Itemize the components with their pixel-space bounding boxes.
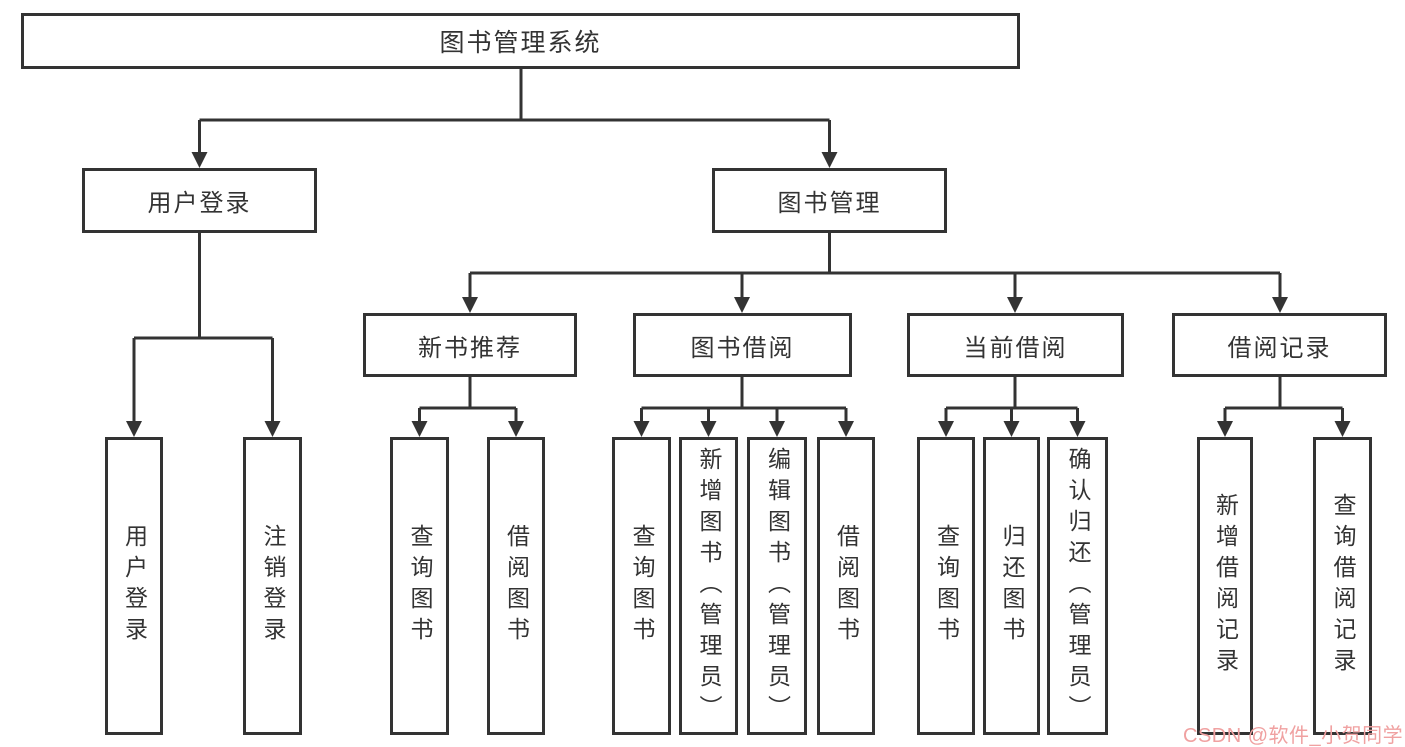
node-label-leaf-query-books-3: 查询图书 [933,524,960,648]
arrowhead-icon [633,421,650,437]
connector-bookmgmt-to-level2 [468,233,1282,299]
arrowhead-icon [1334,421,1351,437]
arrowhead-icon [838,421,854,437]
arrowhead-icon [700,421,717,437]
arrowhead-icon [821,152,838,168]
arrowhead-icon [1272,297,1288,313]
node-box-leaf-borrow-books-1: 借阅图书 [487,437,545,735]
node-box-library-system: 图书管理系统 [21,13,1020,69]
arrowheads [126,152,1351,437]
arrowhead-icon [769,421,785,437]
arrowhead-icon [1003,421,1020,437]
node-box-user-login: 用户登录 [82,168,317,233]
node-label-leaf-query-books-2: 查询图书 [629,524,655,648]
node-label-leaf-add-books-admin: 新增图书（管理员） [696,446,722,726]
node-box-leaf-query-books-3: 查询图书 [917,437,975,735]
node-label-leaf-confirm-return-admin: 确认归还（管理员） [1065,446,1091,726]
node-label-leaf-user-login: 用户登录 [121,524,148,648]
node-label-library-system: 图书管理系统 [439,29,602,57]
arrowhead-icon [462,297,478,313]
arrowhead-icon [734,297,750,313]
node-label-book-borrowing: 图书借阅 [690,334,795,362]
node-box-leaf-add-borrow-record: 新增借阅记录 [1197,437,1253,735]
arrowhead-icon [508,421,524,437]
node-label-leaf-return-books: 归还图书 [999,524,1025,648]
arrowhead-icon [411,421,428,437]
node-label-leaf-query-books-1: 查询图书 [407,524,433,648]
csdn-watermark: CSDN @软件_小贺同学 [1183,725,1404,747]
node-box-current-borrowing: 当前借阅 [907,313,1124,377]
node-box-leaf-logout: 注销登录 [243,437,302,735]
arrowhead-icon [126,421,142,437]
arrowhead-icon [1069,421,1086,437]
node-label-current-borrowing: 当前借阅 [963,334,1068,362]
arrowhead-icon [1007,297,1023,313]
node-label-user-login: 用户登录 [147,190,252,217]
node-label-borrow-records: 借阅记录 [1227,334,1332,362]
arrowhead-icon [938,421,954,437]
node-box-leaf-query-borrow-record: 查询借阅记录 [1313,437,1372,735]
node-box-leaf-query-books-2: 查询图书 [612,437,671,735]
node-label-leaf-borrow-books-1: 借阅图书 [503,524,530,648]
node-box-leaf-edit-books-admin: 编辑图书（管理员） [747,437,807,735]
connector-bookborrow-to-leaves [640,377,848,423]
node-box-book-borrowing: 图书借阅 [633,313,852,377]
node-box-leaf-return-books: 归还图书 [983,437,1040,735]
node-label-leaf-add-borrow-record: 新增借阅记录 [1212,493,1239,679]
node-box-leaf-user-login: 用户登录 [105,437,163,735]
node-label-leaf-query-borrow-record: 查询借阅记录 [1330,493,1356,679]
node-label-book-management: 图书管理 [777,190,882,217]
connector-userlogin-to-leaves [132,233,274,423]
arrowhead-icon [1217,421,1233,437]
node-label-leaf-logout: 注销登录 [260,524,286,648]
node-box-book-management: 图书管理 [712,168,947,233]
connector-borrowrecords-to-leaves [1223,377,1344,423]
connector-newbook-to-leaves [418,377,518,423]
node-box-borrow-records: 借阅记录 [1172,313,1387,377]
connector-currentborrow-to-leaves [944,377,1079,423]
node-box-leaf-query-books-1: 查询图书 [390,437,449,735]
node-box-leaf-borrow-books-2: 借阅图书 [817,437,875,735]
node-box-leaf-confirm-return-admin: 确认归还（管理员） [1047,437,1108,735]
node-box-leaf-add-books-admin: 新增图书（管理员） [679,437,738,735]
node-label-leaf-borrow-books-2: 借阅图书 [833,524,860,648]
node-label-new-book-recommend: 新书推荐 [418,334,522,362]
connector-root-to-level1 [198,69,831,154]
arrowhead-icon [264,421,281,437]
arrowhead-icon [191,152,208,168]
node-label-leaf-edit-books-admin: 编辑图书（管理员） [764,446,791,726]
node-box-new-book-recommend: 新书推荐 [363,313,577,377]
